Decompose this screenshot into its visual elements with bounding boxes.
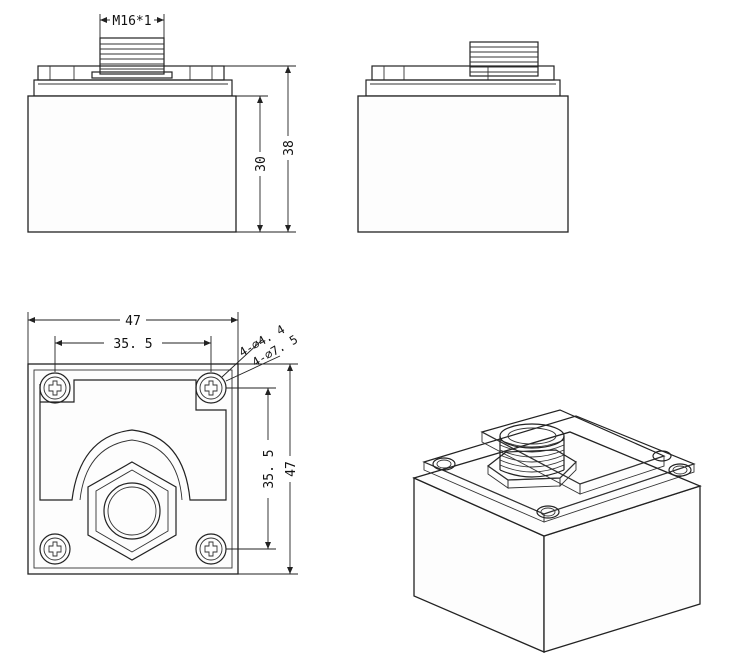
front-top-plate (33, 65, 233, 97)
side-box-body (357, 95, 569, 233)
height-body-dimension: 30 (236, 95, 269, 233)
side-top-plate (365, 65, 561, 97)
top-outer-frame (27, 363, 239, 575)
iso-screw-left (432, 457, 456, 471)
iso-screw-front (536, 505, 560, 519)
hole-spacing-y-dimension: 35. 5 (226, 387, 277, 550)
front-thread-fitting (91, 37, 173, 79)
side-thread-fitting (469, 41, 539, 77)
width-outer-label: 47 (125, 314, 141, 329)
side-view (357, 41, 569, 233)
front-box-body (27, 95, 237, 233)
height-total-dimension: 38 (224, 65, 297, 233)
front-view: M16*1 30 38 (27, 14, 297, 233)
hole-spacing-y-label: 35. 5 (262, 449, 277, 488)
thread-label: M16*1 (112, 14, 151, 29)
top-view: 47 35. 5 4-⌀4. 4 4-⌀7. 5 35. 5 (27, 312, 300, 575)
iso-cover (480, 409, 666, 495)
hole-spacing-x-label: 35. 5 (113, 337, 152, 352)
top-inner-frame (33, 369, 233, 569)
top-cover-plate (39, 379, 227, 501)
height-total-label: 38 (282, 140, 297, 156)
iso-screw-right (668, 463, 692, 477)
iso-base-plate (422, 415, 696, 523)
height-body-label: 30 (254, 156, 269, 172)
height-outer-dimension: 47 (238, 363, 299, 575)
screw-bottom-left (39, 533, 71, 565)
screw-top-left (39, 372, 71, 404)
iso-screw-back (652, 450, 672, 462)
top-hex-nut (87, 461, 177, 561)
hole-spacing-x-dimension: 35. 5 (54, 336, 212, 372)
isometric-view (412, 409, 702, 653)
iso-thread-port (499, 423, 565, 478)
height-outer-label: 47 (284, 461, 299, 477)
thread-dimension: M16*1 (99, 14, 165, 38)
width-outer-dimension: 47 (27, 312, 239, 364)
top-cover-arch (79, 439, 183, 501)
